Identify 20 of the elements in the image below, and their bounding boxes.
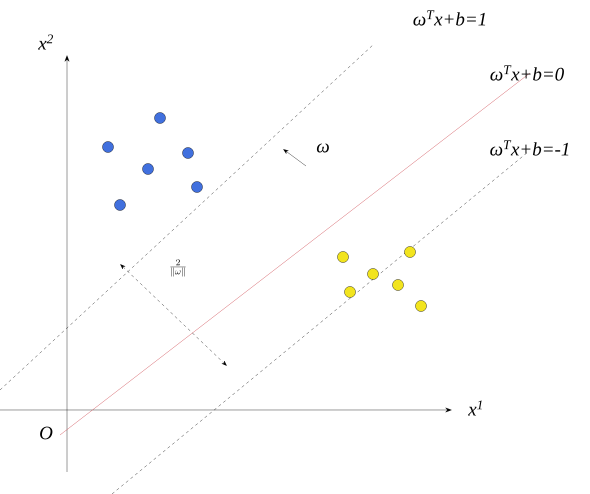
origin-label: O — [40, 426, 52, 440]
axis-label: x$^{2}$ — [38, 34, 53, 50]
data-point — [415, 300, 427, 312]
data-point — [114, 199, 126, 211]
line-equation: ω$^{T}$x+b=0 — [490, 65, 564, 81]
line-equation: ω$^{T}$x+b=1 — [413, 10, 486, 26]
data-point — [182, 147, 194, 159]
data-point — [367, 268, 379, 280]
data-point — [102, 141, 114, 153]
line-equation: ω$^{T}$x+b=-1 — [490, 140, 568, 156]
data-point — [404, 246, 416, 258]
data-point — [392, 279, 404, 291]
data-point — [344, 286, 356, 298]
data-point — [337, 251, 349, 263]
data-point — [142, 163, 154, 175]
vector-label: ω — [316, 143, 329, 153]
data-point — [191, 181, 203, 193]
margin-formula: $\frac{2}{\|\omega\|}$ — [170, 259, 186, 277]
axis-label: x$^{1}$ — [468, 400, 482, 416]
data-point — [154, 112, 166, 124]
